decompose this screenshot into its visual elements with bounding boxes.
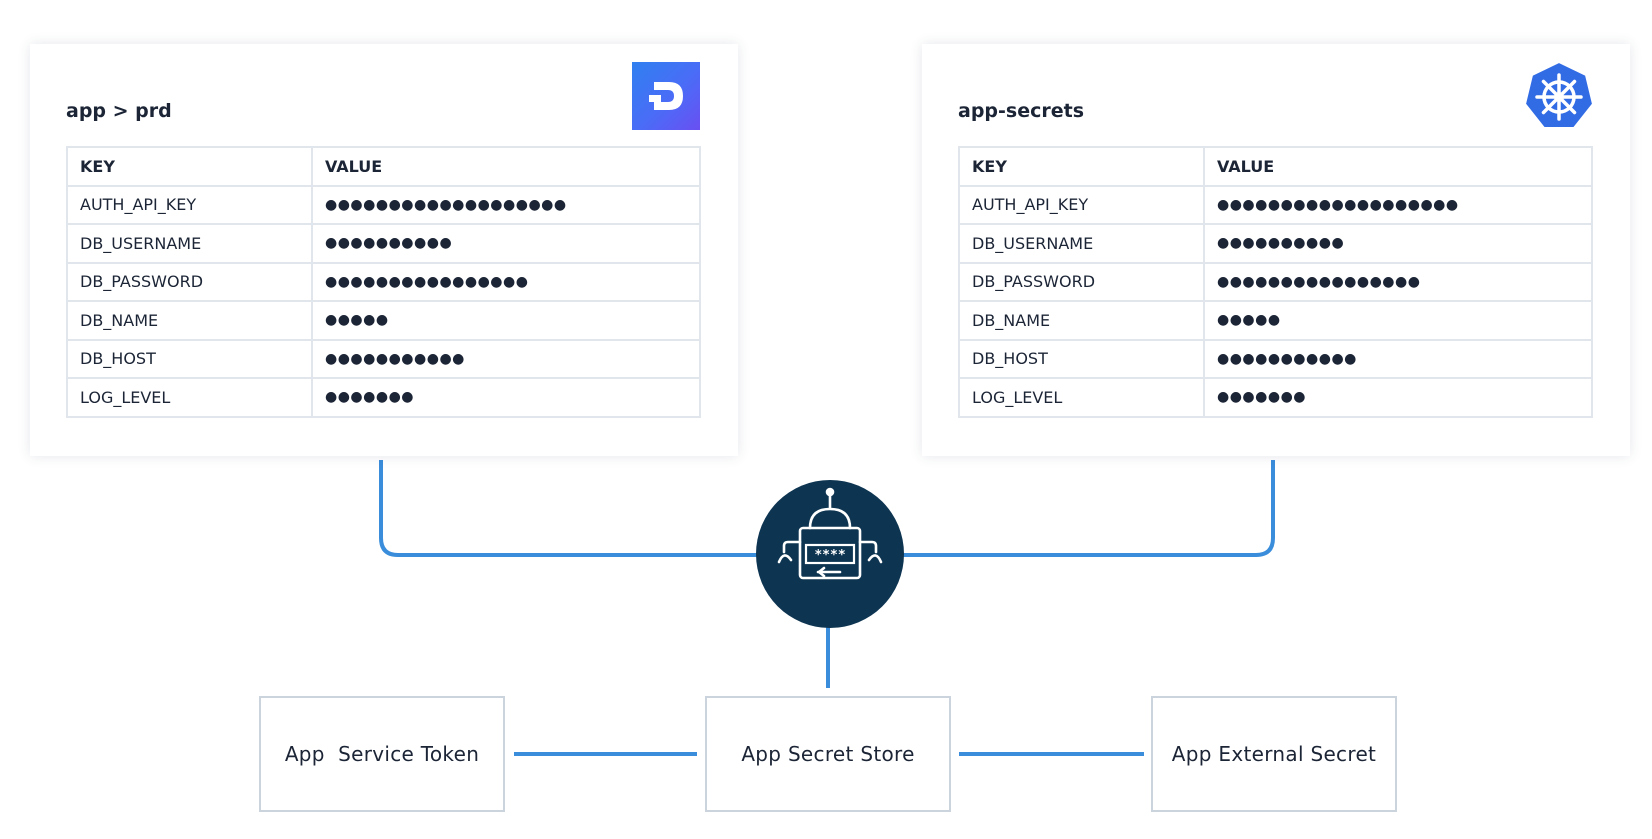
table-row: DB_USERNAME ●●●●●●●●●● bbox=[958, 223, 1593, 264]
table-header-row: KEY VALUE bbox=[958, 146, 1593, 187]
secret-key: DB_USERNAME bbox=[958, 223, 1205, 264]
secret-store-node: App Secret Store bbox=[705, 696, 951, 812]
robot-screen-text: **** bbox=[814, 548, 845, 563]
external-secret-node: App External Secret bbox=[1151, 696, 1397, 812]
secret-value: ●●●●●●● bbox=[1203, 377, 1593, 418]
secret-value: ●●●●●●●●●● bbox=[311, 223, 701, 264]
table-row: LOG_LEVEL ●●●●●●● bbox=[958, 377, 1593, 418]
secret-value: ●●●●●●●●●●● bbox=[311, 338, 701, 379]
secret-key: AUTH_API_KEY bbox=[958, 184, 1205, 225]
panel-title: app > prd bbox=[66, 100, 172, 122]
table-row: DB_PASSWORD ●●●●●●●●●●●●●●●● bbox=[66, 261, 701, 302]
secret-value: ●●●●●●●●●●●●●●●●●●● bbox=[311, 184, 701, 225]
operator-node: **** bbox=[756, 480, 904, 628]
column-header-value: VALUE bbox=[1203, 146, 1593, 187]
column-header-key: KEY bbox=[958, 146, 1205, 187]
secrets-table: KEY VALUE AUTH_API_KEY ●●●●●●●●●●●●●●●●●… bbox=[958, 146, 1593, 418]
secret-key: LOG_LEVEL bbox=[958, 377, 1205, 418]
secret-value: ●●●●●●● bbox=[311, 377, 701, 418]
secret-value: ●●●●● bbox=[311, 300, 701, 341]
table-row: AUTH_API_KEY ●●●●●●●●●●●●●●●●●●● bbox=[66, 184, 701, 225]
table-row: DB_USERNAME ●●●●●●●●●● bbox=[66, 223, 701, 264]
table-row: DB_NAME ●●●●● bbox=[66, 300, 701, 341]
column-header-value: VALUE bbox=[311, 146, 701, 187]
secret-key: DB_PASSWORD bbox=[958, 261, 1205, 302]
secret-value: ●●●●●●●●●● bbox=[1203, 223, 1593, 264]
table-row: DB_NAME ●●●●● bbox=[958, 300, 1593, 341]
secret-value: ●●●●● bbox=[1203, 300, 1593, 341]
table-row: DB_PASSWORD ●●●●●●●●●●●●●●●● bbox=[958, 261, 1593, 302]
connector-right-panel-to-operator bbox=[900, 460, 1275, 557]
panel-title: app-secrets bbox=[958, 100, 1085, 122]
table-header-row: KEY VALUE bbox=[66, 146, 701, 187]
doppler-config-panel: app > prd KEY VALUE AUTH_API_KEY ●●●●●●●… bbox=[30, 44, 738, 456]
secret-value: ●●●●●●●●●●●●●●●● bbox=[1203, 261, 1593, 302]
table-row: DB_HOST ●●●●●●●●●●● bbox=[958, 338, 1593, 379]
secret-key: DB_NAME bbox=[958, 300, 1205, 341]
column-header-key: KEY bbox=[66, 146, 313, 187]
table-row: LOG_LEVEL ●●●●●●● bbox=[66, 377, 701, 418]
secret-key: DB_HOST bbox=[66, 338, 313, 379]
table-row: DB_HOST ●●●●●●●●●●● bbox=[66, 338, 701, 379]
secrets-table: KEY VALUE AUTH_API_KEY ●●●●●●●●●●●●●●●●●… bbox=[66, 146, 701, 418]
secret-key: DB_HOST bbox=[958, 338, 1205, 379]
secret-value: ●●●●●●●●●●●●●●●● bbox=[311, 261, 701, 302]
secret-value: ●●●●●●●●●●●●●●●●●●● bbox=[1203, 184, 1593, 225]
kubernetes-logo-icon bbox=[1522, 60, 1596, 132]
secret-value: ●●●●●●●●●●● bbox=[1203, 338, 1593, 379]
secret-key: AUTH_API_KEY bbox=[66, 184, 313, 225]
secret-key: LOG_LEVEL bbox=[66, 377, 313, 418]
doppler-logo-icon bbox=[632, 62, 700, 130]
table-row: AUTH_API_KEY ●●●●●●●●●●●●●●●●●●● bbox=[958, 184, 1593, 225]
connector-left-panel-to-operator bbox=[379, 460, 760, 557]
service-token-node: App Service Token bbox=[259, 696, 505, 812]
secret-key: DB_USERNAME bbox=[66, 223, 313, 264]
kubernetes-secret-panel: app-secrets KEY VALUE AUTH_API_KEY ●●●●●… bbox=[922, 44, 1630, 456]
secret-key: DB_NAME bbox=[66, 300, 313, 341]
secret-key: DB_PASSWORD bbox=[66, 261, 313, 302]
robot-icon: **** bbox=[777, 487, 883, 580]
